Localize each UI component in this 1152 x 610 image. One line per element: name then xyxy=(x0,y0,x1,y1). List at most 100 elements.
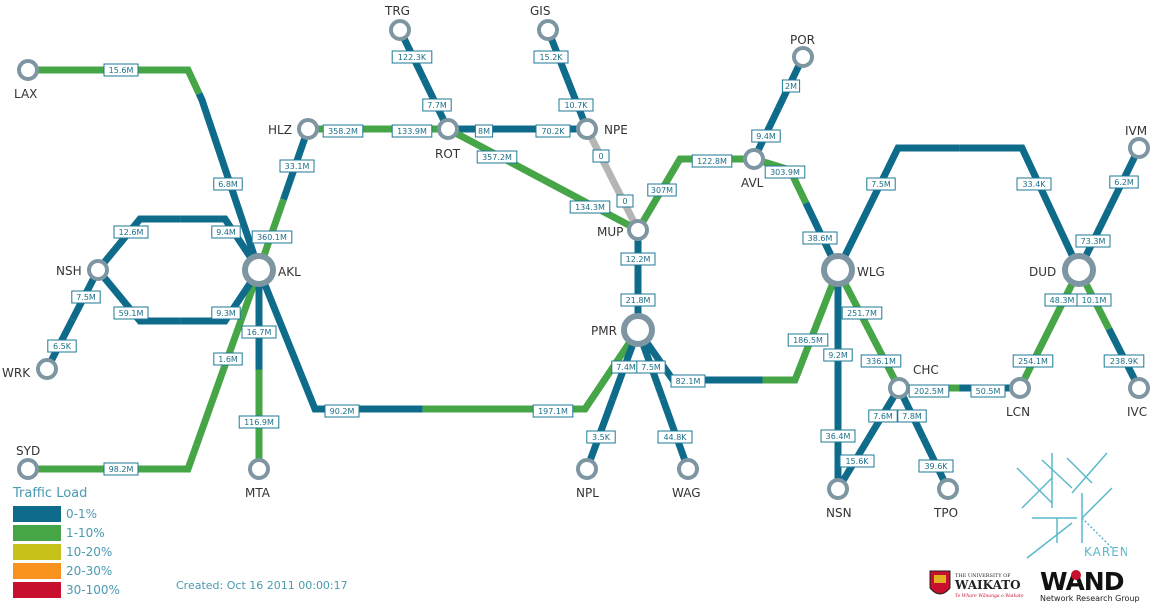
link-label-text: 98.2M xyxy=(109,465,134,474)
link-label-text: 50.5M xyxy=(976,387,1001,396)
link-label-text: 336.1M xyxy=(866,357,896,366)
node-ivc-icon[interactable] xyxy=(1128,377,1150,399)
link-label-text: 303.9M xyxy=(770,168,800,177)
link-label: 38.6M xyxy=(802,231,838,245)
link-label: 357.2M xyxy=(476,150,518,164)
link-label: 21.8M xyxy=(620,293,656,307)
link-label-text: 6.8M xyxy=(218,180,238,189)
link-label-text: 9.4M xyxy=(216,228,236,237)
link-akl-pmr-forward xyxy=(255,268,423,413)
link-label: 59.1M xyxy=(113,306,149,320)
link-label-text: 9.2M xyxy=(828,351,848,360)
link-label-text: 7.7M xyxy=(427,101,447,110)
node-npe-icon[interactable] xyxy=(576,118,598,140)
node-label-lax: LAX xyxy=(14,87,37,101)
link-label: 238.9K xyxy=(1103,354,1145,368)
link-label-box xyxy=(860,354,902,368)
link-akl-pmr-reverse xyxy=(422,328,641,413)
karen-logo-text: KAREN xyxy=(1084,545,1127,559)
link-pmr-wlg-reverse xyxy=(762,268,842,384)
karen-logo: KAREN xyxy=(1016,452,1127,559)
legend-label: 30-100% xyxy=(66,582,120,597)
wand-logo: WAND Network Research Group xyxy=(1040,567,1140,603)
node-trg-icon[interactable] xyxy=(389,19,411,41)
node-nsn-icon[interactable] xyxy=(827,478,849,500)
link-label-text: 134.3M xyxy=(575,203,605,212)
link-label: 122.3K xyxy=(391,50,433,64)
link-label: 9.3M xyxy=(211,306,241,320)
link-label-text: 15.6M xyxy=(109,66,134,75)
link-label-box xyxy=(839,454,875,468)
node-mta-icon[interactable] xyxy=(248,458,270,480)
link-label: 9.4M xyxy=(751,129,781,143)
link-label: 6.5K xyxy=(47,339,77,353)
link-label: 48.3M xyxy=(1044,293,1080,307)
node-label-wag: WAG xyxy=(672,486,701,500)
node-dud-icon[interactable] xyxy=(1062,253,1096,287)
node-avl-icon[interactable] xyxy=(743,148,765,170)
link-label: 6.8M xyxy=(213,177,243,191)
link-label-box xyxy=(616,194,634,208)
link-label-text: 12.2M xyxy=(626,255,651,264)
legend-swatch xyxy=(13,543,61,560)
node-label-chc: CHC xyxy=(913,363,939,377)
node-mup-icon[interactable] xyxy=(627,219,649,241)
node-wag-icon[interactable] xyxy=(677,458,699,480)
node-rot-icon[interactable] xyxy=(437,118,459,140)
link-label: 10.7K xyxy=(558,98,594,112)
link-label-text: 122.3K xyxy=(398,53,427,62)
link-label-text: 0 xyxy=(598,152,603,161)
node-pmr-icon[interactable] xyxy=(621,313,655,347)
link-label: 0 xyxy=(592,149,610,163)
node-npl-icon[interactable] xyxy=(576,458,598,480)
link-label-box xyxy=(592,149,610,163)
link-label-box xyxy=(211,225,241,239)
node-hlz-icon[interactable] xyxy=(297,118,319,140)
node-lax-icon[interactable] xyxy=(17,59,39,81)
node-tpo-icon[interactable] xyxy=(937,478,959,500)
link-label-box xyxy=(1103,354,1145,368)
link-label: 7.5M xyxy=(71,290,101,304)
node-por-icon[interactable] xyxy=(792,46,814,68)
link-label: 33.1M xyxy=(279,159,315,173)
node-label-akl: AKL xyxy=(278,265,301,279)
link-label-text: 7.6M xyxy=(873,412,893,421)
link-label-box xyxy=(279,159,315,173)
link-label-text: 238.9K xyxy=(1110,357,1139,366)
node-gis-icon[interactable] xyxy=(537,19,559,41)
node-wrk-icon[interactable] xyxy=(36,358,58,380)
link-label-box xyxy=(324,404,360,418)
link-lax-akl-forward xyxy=(28,66,203,96)
node-ivm-icon[interactable] xyxy=(1128,137,1150,159)
node-akl-icon[interactable] xyxy=(242,253,276,287)
link-label: 2M xyxy=(781,79,801,93)
link-label-box xyxy=(322,124,364,138)
link-label: 39.6K xyxy=(918,459,954,473)
link-label-box xyxy=(535,124,571,138)
link-label-box xyxy=(620,252,656,266)
node-wlg-icon[interactable] xyxy=(821,253,855,287)
node-label-syd: SYD xyxy=(16,444,40,458)
link-label: 15.6M xyxy=(103,63,139,77)
link-label-text: 90.2M xyxy=(330,407,355,416)
link-label: 98.2M xyxy=(103,462,139,476)
traffic-load-legend: Traffic Load 0-1%1-10%10-20%20-30%30-100… xyxy=(13,486,173,599)
link-label: 6.2M xyxy=(1109,175,1139,189)
link-label-box xyxy=(866,177,896,191)
link-label-box xyxy=(103,63,139,77)
wand-logo-subtitle: Network Research Group xyxy=(1040,594,1140,603)
node-label-tpo: TPO xyxy=(933,506,958,520)
link-label-box xyxy=(1012,354,1054,368)
link-nsh-akl-top-reverse xyxy=(180,215,262,272)
link-label-text: 7.5M xyxy=(76,293,96,302)
link-label-box xyxy=(841,306,883,320)
node-syd-icon[interactable] xyxy=(17,458,39,480)
node-lcn-icon[interactable] xyxy=(1009,377,1031,399)
link-label: 82.1M xyxy=(670,374,706,388)
node-label-wrk: WRK xyxy=(2,366,31,380)
link-label-text: 2M xyxy=(785,82,797,91)
link-label-box xyxy=(47,339,77,353)
node-nsh-icon[interactable] xyxy=(87,259,109,281)
link-label-text: 9.3M xyxy=(216,309,236,318)
node-chc-icon[interactable] xyxy=(888,377,910,399)
